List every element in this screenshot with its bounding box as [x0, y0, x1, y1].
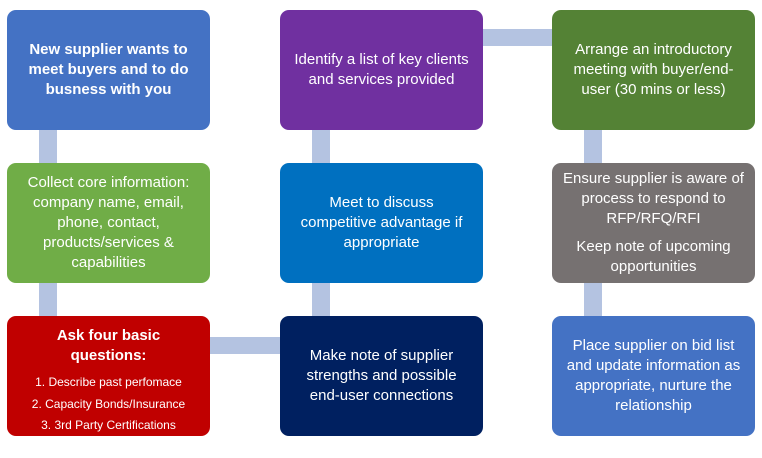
step-place-supplier: Place supplier on bid list and update in…	[552, 316, 755, 436]
step-place-supplier-text: Place supplier on bid list and update in…	[562, 336, 745, 416]
step-collect-info-text: Collect core information: company name, …	[17, 173, 200, 273]
step-collect-info: Collect core information: company name, …	[7, 163, 210, 283]
step-make-note: Make note of supplier strengths and poss…	[280, 316, 483, 436]
step-identify-clients-text: Identify a list of key clients and servi…	[290, 50, 473, 90]
connector-4-7	[483, 29, 552, 46]
step-make-note-text: Make note of supplier strengths and poss…	[290, 346, 473, 406]
step-arrange-meeting-text: Arrange an introductory meeting with buy…	[562, 40, 745, 100]
step-meet-discuss-text: Meet to discuss competitive advantage if…	[290, 193, 473, 253]
step-ask-questions: Ask four basic questions: 1. Describe pa…	[7, 316, 210, 436]
questions-list: 1. Describe past perfomace 2. Capacity B…	[32, 372, 185, 458]
connector-6-5	[312, 283, 330, 316]
step-new-supplier-text: New supplier wants to meet buyers and to…	[17, 40, 200, 100]
step-identify-clients: Identify a list of key clients and servi…	[280, 10, 483, 130]
step-arrange-meeting: Arrange an introductory meeting with buy…	[552, 10, 755, 130]
connector-2-3	[39, 283, 57, 316]
step-keep-note-text: Keep note of upcoming opportunities	[562, 237, 745, 277]
connector-7-8	[584, 130, 602, 163]
connector-3-6	[210, 337, 280, 354]
step-meet-discuss: Meet to discuss competitive advantage if…	[280, 163, 483, 283]
question-item: 4. Capabilities Statement	[32, 437, 185, 458]
connector-1-2	[39, 130, 57, 163]
connector-8-9	[584, 283, 602, 316]
question-item: 2. Capacity Bonds/Insurance	[32, 394, 185, 416]
step-ensure-aware-text: Ensure supplier is aware of process to r…	[562, 169, 745, 229]
question-item: 1. Describe past perfomace	[32, 372, 185, 394]
step-ensure-aware: Ensure supplier is aware of process to r…	[552, 163, 755, 283]
connector-5-4	[312, 130, 330, 163]
step-new-supplier: New supplier wants to meet buyers and to…	[7, 10, 210, 130]
questions-heading: Ask four basic questions:	[17, 326, 200, 366]
question-item: 3. 3rd Party Certifications	[32, 415, 185, 437]
